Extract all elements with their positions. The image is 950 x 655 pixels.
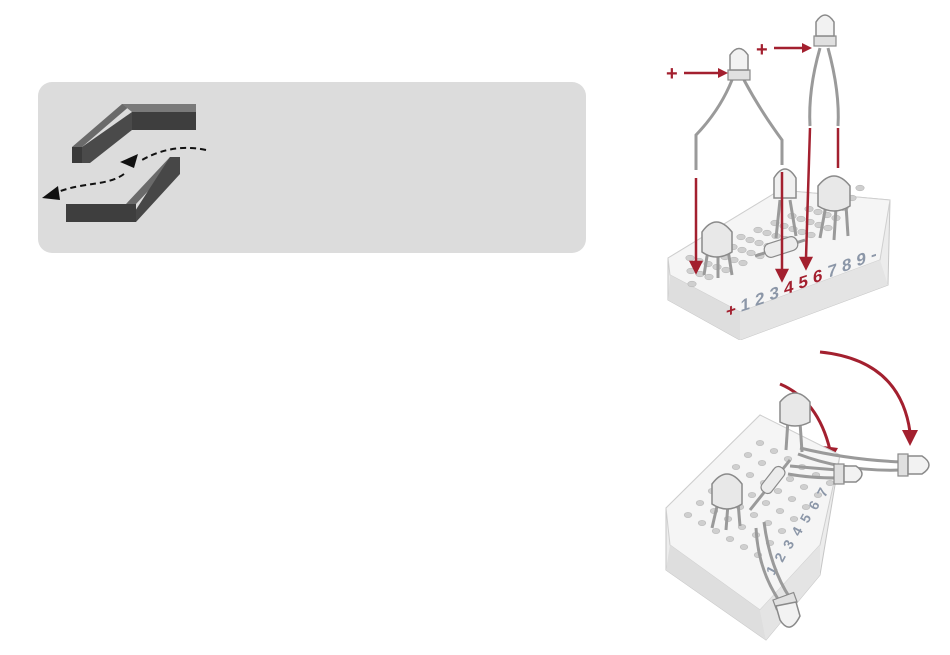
hole — [746, 237, 754, 243]
hole — [798, 229, 806, 235]
upper-block — [72, 104, 196, 163]
dashed-path-lower — [58, 174, 124, 192]
hole — [776, 508, 784, 513]
hole — [726, 536, 734, 541]
hole — [696, 500, 704, 505]
hole — [755, 240, 763, 246]
hole — [688, 281, 696, 287]
row-label: 6 — [813, 265, 823, 288]
hole — [814, 209, 822, 215]
hole — [737, 234, 745, 240]
hole — [770, 448, 778, 453]
plus-label-right: + — [756, 39, 768, 61]
arrow-head-icon — [42, 186, 60, 200]
shortcut-wire-icon — [38, 82, 586, 253]
led-left — [696, 49, 782, 171]
hole — [774, 488, 782, 493]
hole — [756, 440, 764, 445]
hole — [778, 528, 786, 533]
hole — [763, 230, 771, 236]
breadboard-body — [666, 415, 840, 640]
hole — [786, 476, 794, 481]
hole — [746, 472, 754, 477]
hole — [732, 464, 740, 469]
plus-label-left: + — [666, 63, 678, 85]
row-label: 5 — [799, 270, 809, 293]
hole — [747, 250, 755, 256]
hole — [758, 460, 766, 465]
hole — [797, 216, 805, 222]
hole — [754, 227, 762, 233]
row-label: 9 — [857, 248, 867, 271]
row-label: 3 — [770, 282, 780, 305]
info-panel — [38, 82, 586, 253]
row-label: 4 — [784, 276, 794, 299]
row-label: + — [726, 299, 736, 322]
hole — [722, 267, 730, 273]
hole — [686, 255, 694, 261]
row-label: 7 — [828, 259, 837, 282]
hole — [744, 452, 752, 457]
hole — [748, 492, 756, 497]
hole — [712, 528, 720, 533]
arrow-right-icon — [774, 43, 812, 53]
lower-block — [66, 157, 180, 222]
hole — [824, 225, 832, 231]
hole — [705, 274, 713, 280]
hole — [739, 260, 747, 266]
hole — [826, 480, 834, 485]
hole — [698, 520, 706, 525]
hole — [800, 484, 808, 489]
hole — [788, 496, 796, 501]
hole — [807, 232, 815, 238]
row-label: 8 — [842, 253, 852, 276]
led-middle — [834, 464, 862, 484]
arrow-head-icon — [120, 154, 138, 168]
arrow-right-icon — [684, 68, 728, 78]
led-right — [898, 454, 929, 476]
hole — [684, 512, 692, 517]
hole — [738, 247, 746, 253]
hole — [740, 544, 748, 549]
led-right — [810, 15, 839, 126]
hole — [805, 206, 813, 212]
hole — [856, 185, 864, 191]
hole — [762, 500, 770, 505]
row-label: - — [871, 243, 877, 264]
row-label: 1 — [741, 293, 751, 316]
hole — [750, 512, 758, 517]
row-label: 2 — [755, 288, 764, 311]
